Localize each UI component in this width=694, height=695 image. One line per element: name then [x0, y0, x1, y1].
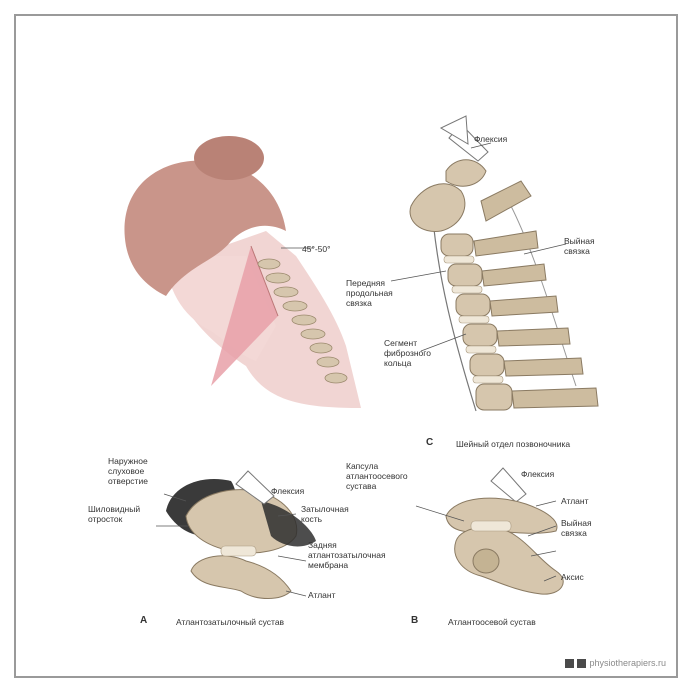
- caption-text-b: Атлантоосевой сустав: [448, 617, 536, 627]
- label-anterior-ligament: Передняя продольная связка: [346, 278, 393, 308]
- social-square-icon: [565, 659, 574, 668]
- label-atlas-a: Атлант: [308, 590, 335, 600]
- label-nuchal-ligament-b: Выйная связка: [561, 518, 592, 538]
- label-nuchal-ligament-c: Выйная связка: [564, 236, 595, 256]
- caption-letter-a: A: [140, 615, 147, 626]
- site-name: physiotherapiers.ru: [589, 658, 666, 668]
- head-figure: [124, 136, 361, 408]
- label-axis-b: Аксис: [561, 572, 584, 582]
- label-angle: 45°-50°: [302, 244, 331, 254]
- label-annulus-segment: Сегмент фиброзного кольца: [384, 338, 431, 368]
- caption-text-a: Атлантозатылочный сустав: [176, 617, 284, 627]
- label-flexion-b: Флексия: [521, 469, 554, 479]
- label-occipital-bone: Затылочная кость: [301, 504, 349, 524]
- social-square-icon-2: [577, 659, 586, 668]
- caption-letter-c: C: [426, 437, 433, 448]
- label-joint-capsule: Капсула атлантоосевого сустава: [346, 461, 408, 491]
- caption-letter-b: B: [411, 615, 418, 626]
- label-external-canal: Наружное слуховое отверстие: [108, 456, 148, 486]
- label-flexion-a: Флексия: [271, 486, 304, 496]
- label-flexion-top: Флексия: [474, 134, 507, 144]
- diagram-frame: Флексия 45°-50° Передняя продольная связ…: [14, 14, 678, 678]
- caption-text-c: Шейный отдел позвоночника: [456, 439, 570, 449]
- label-mastoid: Шиловидный отросток: [88, 504, 140, 524]
- label-posterior-membrane: Задняя атлантозатылочная мембрана: [308, 540, 386, 570]
- atlanto-axial-b: [416, 468, 563, 594]
- site-watermark: physiotherapiers.ru: [565, 658, 666, 668]
- label-atlas-b: Атлант: [561, 496, 588, 506]
